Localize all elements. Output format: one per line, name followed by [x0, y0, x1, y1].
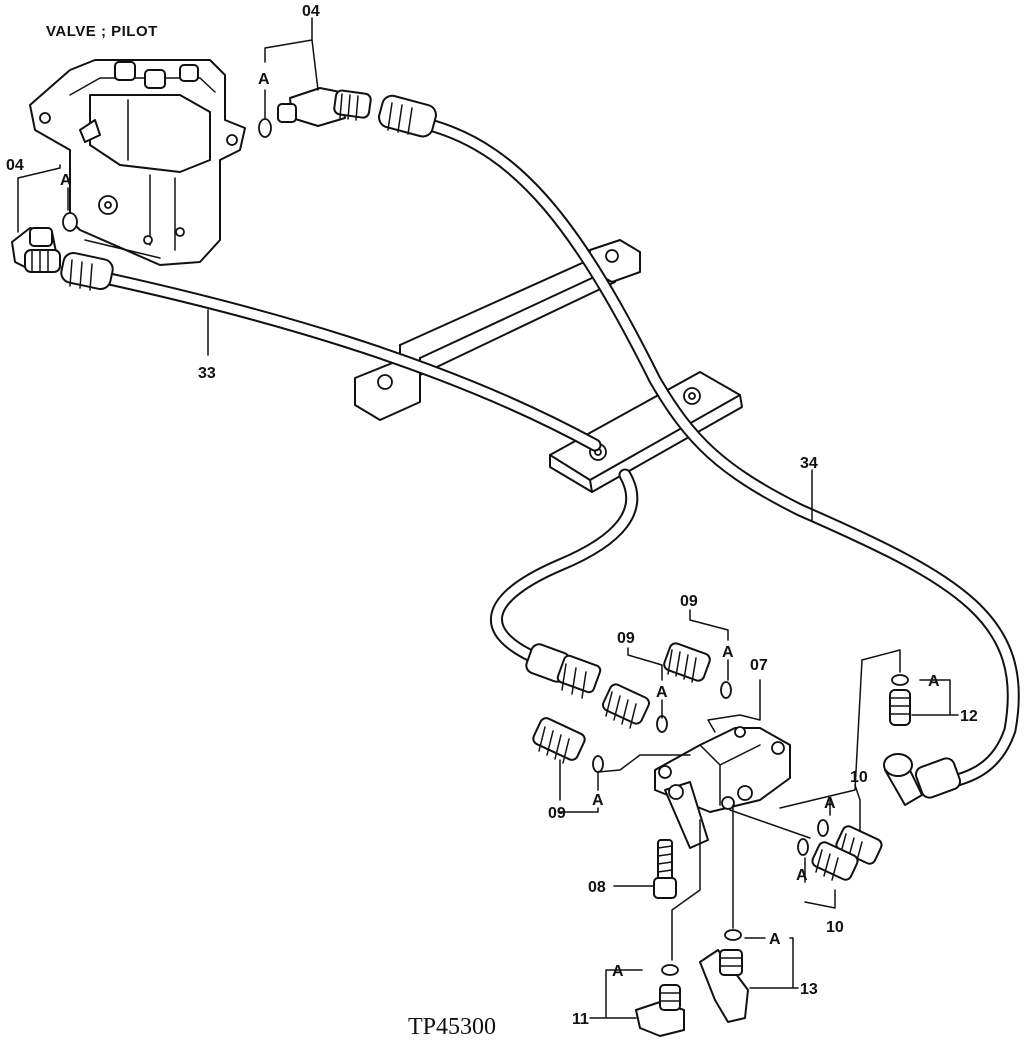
callout-04-top: 04 [302, 3, 320, 20]
seal-letter-04-left: A [60, 172, 72, 189]
callout-33: 33 [198, 365, 216, 382]
callout-34: 34 [800, 455, 818, 472]
diagram-title: VALVE ; PILOT [46, 23, 158, 40]
fitting-11 [635, 964, 685, 1037]
fitting-10-b [797, 838, 859, 881]
labels: VALVE ; PILOT 04 A 04 A 33 34 09 A 09 A … [6, 3, 978, 1040]
hose-fitting-top [378, 94, 437, 138]
callout-10-a: 10 [850, 769, 868, 786]
hose-lower [490, 468, 639, 667]
seal-letter-04-top: A [258, 71, 270, 88]
fitting-09-b [602, 683, 668, 733]
seal-letter-10-a: A [824, 795, 836, 812]
valve-block-07 [654, 726, 791, 849]
hose-33 [98, 271, 602, 452]
seal-letter-09-a: A [722, 644, 734, 661]
hose-fitting-left [60, 251, 114, 291]
bolt-08 [653, 839, 677, 899]
callout-11: 11 [572, 1011, 589, 1028]
callout-07: 07 [750, 657, 768, 674]
elbow-fitting-04-left [11, 212, 78, 273]
figure-id: TP45300 [408, 1014, 496, 1040]
seal-letter-09-b: A [656, 684, 668, 701]
fitting-09-a [663, 642, 732, 699]
fitting-12 [889, 674, 911, 726]
hose-fitting-right [883, 753, 962, 806]
pilot-valve [29, 59, 246, 266]
callout-04-left: 04 [6, 157, 24, 174]
callout-09-a: 09 [680, 593, 698, 610]
elbow-fitting-04-top [258, 87, 372, 138]
fitting-09-c [532, 717, 604, 773]
hose-fitting-lower [525, 643, 602, 699]
seal-letter-12: A [928, 673, 940, 690]
callout-12: 12 [960, 708, 978, 725]
callout-09-b: 09 [617, 630, 635, 647]
callout-10-b: 10 [826, 919, 844, 936]
hose-upper [423, 118, 1020, 792]
leader-lines [17, 17, 959, 1019]
callout-09-c: 09 [548, 805, 566, 822]
seal-letter-11: A [612, 963, 624, 980]
seal-letter-13: A [769, 931, 781, 948]
seal-letter-10-b: A [796, 867, 808, 884]
callout-13: 13 [800, 981, 818, 998]
fitting-13 [699, 929, 749, 1023]
callout-08: 08 [588, 879, 606, 896]
seal-letter-09-c: A [592, 792, 604, 809]
